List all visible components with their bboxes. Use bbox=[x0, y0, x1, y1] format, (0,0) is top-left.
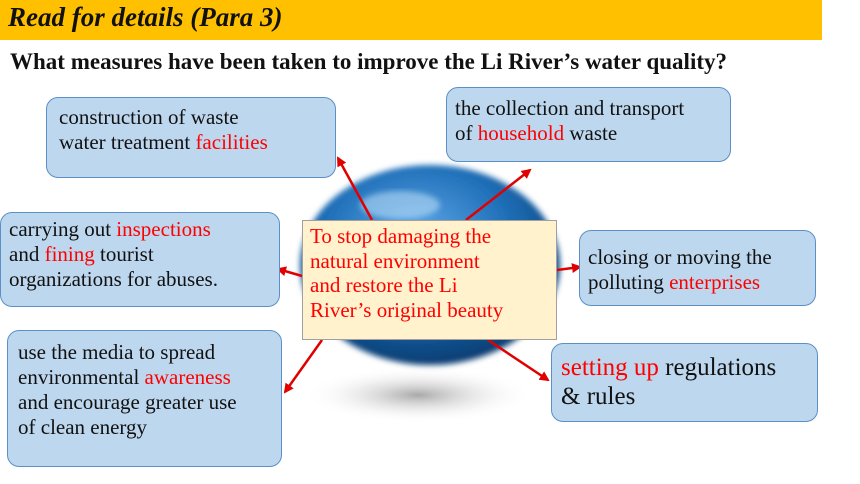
box-line: closing or moving the bbox=[588, 245, 772, 269]
measure-box-household-waste: the collection and transport of househol… bbox=[446, 87, 731, 162]
title-banner: Read for details (Para 3) bbox=[0, 0, 822, 40]
globe-shadow bbox=[303, 367, 533, 423]
box-line: & rules bbox=[561, 382, 636, 410]
center-line: River’s original beauty bbox=[310, 297, 504, 322]
box-line: water treatment facilities bbox=[59, 129, 268, 154]
highlight-word: setting up bbox=[561, 354, 659, 381]
box-line: setting up regulations bbox=[561, 354, 777, 381]
center-line: To stop damaging the bbox=[310, 224, 492, 248]
box-line: of household waste bbox=[455, 120, 618, 145]
center-line: and restore the Li bbox=[310, 273, 458, 298]
measure-box-media: use the media to spread environmental aw… bbox=[7, 330, 282, 467]
arrow-to-mid-left bbox=[276, 266, 303, 278]
box-line: carrying out inspections bbox=[9, 217, 211, 241]
highlight-word: fining bbox=[44, 241, 95, 266]
box-line: environmental awareness bbox=[18, 364, 231, 389]
box-line: polluting enterprises bbox=[588, 269, 761, 294]
arrow-to-mid-right bbox=[556, 263, 582, 273]
measure-box-enterprises: closing or moving the polluting enterpri… bbox=[579, 230, 816, 306]
highlight-word: awareness bbox=[144, 364, 231, 389]
highlight-word: inspections bbox=[116, 217, 211, 241]
arrow-to-bottom-left bbox=[283, 339, 324, 394]
arrow-to-top-right bbox=[465, 168, 532, 221]
box-line: of clean energy bbox=[18, 414, 148, 439]
arrow-to-top-left bbox=[336, 156, 374, 221]
globe-highlight bbox=[360, 191, 440, 219]
box-line: construction of waste bbox=[59, 105, 239, 129]
center-line: natural environment bbox=[310, 248, 480, 273]
highlight-word: facilities bbox=[195, 129, 268, 154]
box-line: and encourage greater use bbox=[18, 389, 237, 414]
measure-box-regulations: setting up regulations & rules bbox=[551, 343, 818, 422]
highlight-word: enterprises bbox=[669, 269, 761, 294]
arrow-to-bottom-right bbox=[487, 338, 550, 382]
highlight-word: household bbox=[477, 120, 565, 145]
measure-box-wastewater: construction of waste water treatment fa… bbox=[46, 97, 336, 178]
box-line: use the media to spread bbox=[18, 340, 216, 364]
banner-title: Read for details (Para 3) bbox=[8, 2, 283, 32]
question-heading: What measures have been taken to improve… bbox=[10, 49, 727, 74]
measure-box-inspections: carrying out inspections and fining tour… bbox=[0, 212, 280, 307]
box-line: the collection and transport bbox=[455, 96, 685, 120]
box-line: and fining tourist bbox=[9, 241, 154, 266]
box-line: organizations for abuses. bbox=[9, 266, 218, 291]
central-goal-box: To stop damaging the natural environment… bbox=[302, 220, 557, 340]
